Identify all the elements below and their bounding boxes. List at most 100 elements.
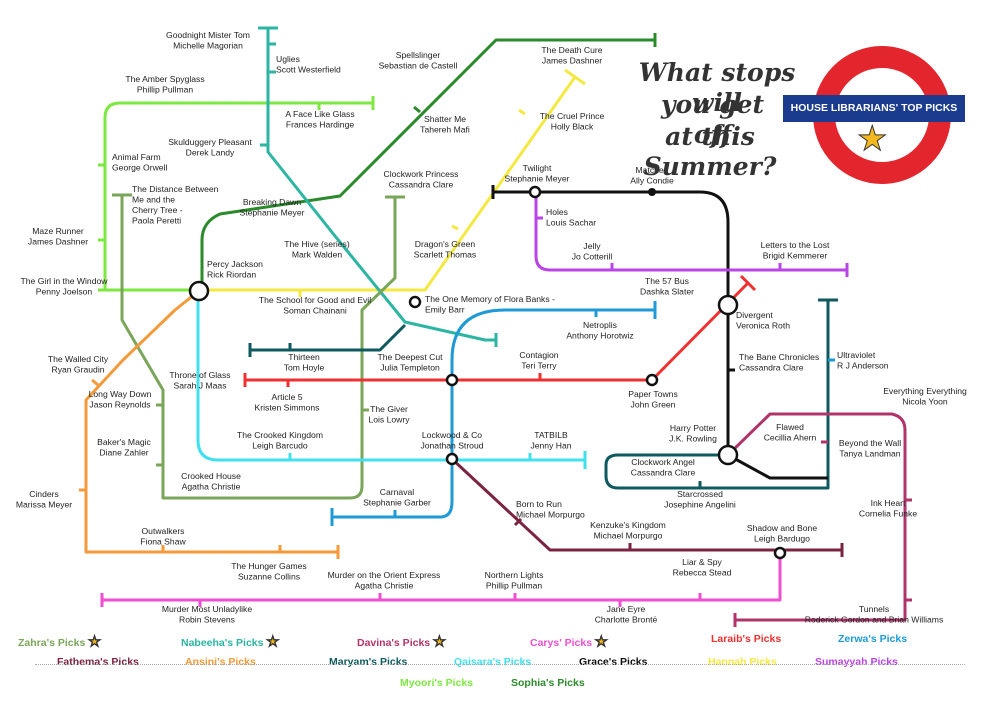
- header-title-line-2: you get off: [660, 90, 764, 149]
- station-author: Marissa Meyer: [16, 500, 72, 510]
- station-title: Holes: [546, 207, 568, 217]
- legend-item: Maryam's Picks: [329, 656, 407, 668]
- station-author: Teri Terry: [521, 361, 557, 371]
- station-title: Shatter Me: [424, 114, 466, 124]
- station-title: Twilight: [523, 163, 552, 173]
- star-icon: ★: [266, 633, 280, 650]
- station-author: Phillip Pullman: [486, 581, 543, 591]
- station-title: Clockwork Angel: [631, 457, 695, 467]
- station-title: Uglies: [276, 54, 300, 64]
- station-title: Beyond the Wall: [839, 438, 901, 448]
- interchange-station: [773, 546, 787, 560]
- station-author: Tanya Landman: [839, 449, 900, 459]
- legend-label: Myoori's Picks: [400, 677, 474, 689]
- station-title: The One Memory of Flora Banks -: [425, 294, 555, 304]
- grace-line: [493, 190, 828, 480]
- station-author: Nicola Yoon: [902, 397, 948, 407]
- station-title: The Walled City: [48, 354, 109, 364]
- qaisara-line: [196, 298, 585, 462]
- station-title: Jane Eyre: [607, 604, 646, 614]
- legend-label: Laraib's Picks: [711, 633, 782, 645]
- davina-line: [726, 412, 907, 622]
- zerwa-line: [332, 308, 655, 519]
- station-title: The Cruel Prince: [540, 111, 605, 121]
- station-author: Kristen Simmons: [255, 403, 320, 413]
- station-title: Letters to the Lost: [761, 240, 830, 250]
- station-title: Liar & Spy: [682, 557, 722, 567]
- legend-label: Sumayyah Picks: [815, 656, 898, 668]
- station-author: Emily Barr: [425, 305, 465, 315]
- station-author: Fiona Shaw: [140, 537, 186, 547]
- station-author: Julia Templeton: [380, 363, 440, 373]
- station-title: Lockwood & Co: [422, 430, 482, 440]
- station-author: Jonathan Stroud: [420, 441, 483, 451]
- station-title: Northern Lights: [485, 570, 544, 580]
- legend-item: Sumayyah Picks: [815, 656, 898, 668]
- legend-label: Fathema's Picks: [57, 656, 139, 668]
- legend-label: Maryam's Picks: [329, 656, 408, 668]
- legend-item: Carys' Picks★: [530, 633, 608, 650]
- station-title: The Distance Between: [132, 184, 219, 194]
- station-author: Jason Reynolds: [89, 400, 150, 410]
- station-title: Cinders: [29, 489, 59, 499]
- station-title: Long Way Down: [89, 389, 152, 399]
- station-title: Cherry Tree -: [132, 205, 183, 215]
- station-author: Cassandra Clare: [739, 363, 804, 373]
- legend-item: Hannah Picks: [708, 656, 777, 668]
- station-author: R J Anderson: [837, 361, 889, 371]
- station-author: Michelle Magorian: [173, 41, 243, 51]
- station-title: Crooked House: [181, 471, 241, 481]
- station-author: Michael Morpurgo: [594, 531, 663, 541]
- station-author: Roderick Gordon and Brian Williams: [805, 615, 944, 625]
- laraib-line-terminus: [739, 274, 757, 292]
- station-author: Josephine Angelini: [664, 500, 736, 510]
- legend-label: Sophia's Picks: [511, 677, 585, 689]
- station-title: TATBILB: [534, 430, 568, 440]
- station-author: Stephanie Meyer: [505, 174, 570, 184]
- station-author: Stephanie Garber: [363, 498, 431, 508]
- interchange-station: [445, 373, 459, 387]
- legend-item: Zahra's Picks★: [18, 633, 101, 650]
- station-author: Frances Hardinge: [286, 120, 355, 130]
- station-author: Cassandra Clare: [631, 468, 696, 478]
- dark-teal-line: [250, 323, 407, 352]
- sumayyah-line: [534, 192, 847, 272]
- station-dot: [648, 188, 656, 196]
- legend-item: Ansini's Picks: [185, 656, 256, 668]
- station-author: Cornelia Funke: [859, 509, 917, 519]
- station-title: Flawed: [776, 422, 804, 432]
- legend-item: Zerwa's Picks: [838, 633, 907, 645]
- legend-label: Zerwa's Picks: [838, 633, 908, 645]
- roundel-banner: HOUSE LIBRARIANS' TOP PICKS: [783, 95, 965, 122]
- station-title: Born to Run: [516, 499, 562, 509]
- station-title: Harry Potter: [670, 423, 716, 433]
- station-author: Leigh Barcudo: [252, 441, 308, 451]
- star-icon: ★: [595, 633, 608, 650]
- station-tick: [518, 108, 526, 116]
- star-icon: ★: [856, 120, 888, 158]
- station-author: James Dashner: [542, 56, 602, 66]
- station-author: J.K. Rowling: [669, 434, 717, 444]
- station-author: Veronica Roth: [736, 321, 790, 331]
- station-author: Ally Condie: [630, 176, 674, 186]
- station-label-thehive: The Hive (series)Mark Walden: [284, 239, 350, 260]
- station-title: Matched: [636, 165, 669, 175]
